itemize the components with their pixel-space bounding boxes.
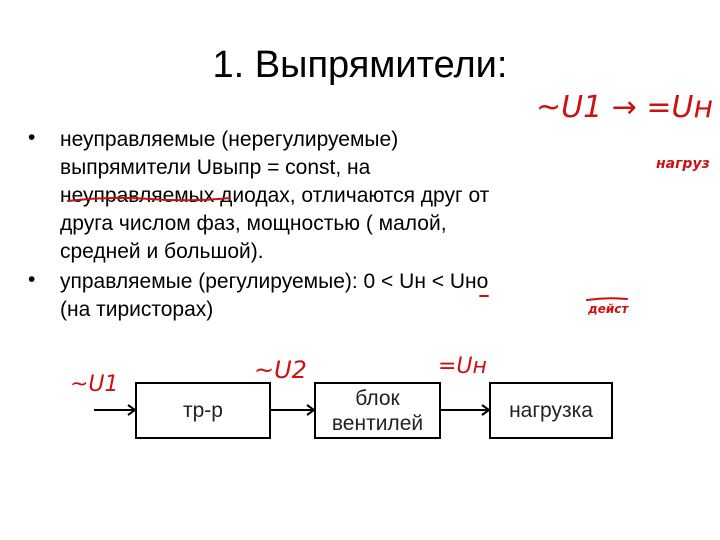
handwriting-marks (67, 196, 628, 301)
bullet-1-line-4: друга числом фаз, мощностью ( малой, (60, 212, 447, 235)
strike-through (67, 196, 231, 202)
hand-note-u2-diagram: ~U2 (254, 356, 307, 384)
arrow-2-3 (441, 404, 491, 416)
bullet-1: • (28, 126, 36, 149)
bullet-2-line-1: управляемые (регулируемые): 0 < Uн < Uно (60, 270, 489, 293)
bullet-1-line-3: неуправляемых диодах, отличаются друг от (60, 184, 490, 207)
hand-note-u1-diagram: ~U1 (70, 372, 119, 397)
hand-note-effective: дейст (588, 302, 629, 316)
arrows (94, 404, 491, 416)
bullet-1-line-2: выпрямители Uвыпр = const, на (60, 156, 371, 179)
slide-title: 1. Выпрямители: (212, 44, 508, 86)
arrow-1-2 (271, 404, 316, 416)
hand-underline (479, 295, 628, 301)
bullet-2: • (28, 268, 36, 291)
bullet-1-line-5: средней и большой). (60, 240, 264, 263)
hand-note-load: нагруз (656, 156, 710, 172)
hand-note-u1-to-un: ~U1 → =Uн (536, 90, 714, 125)
bullet-1-line-1: неуправляемые (нерегулируемые) (60, 128, 399, 151)
hand-note-un-diagram: =Uн (438, 354, 487, 379)
arrow-input (94, 404, 137, 416)
bullet-2-line-2: (на тиристорах) (60, 298, 214, 321)
